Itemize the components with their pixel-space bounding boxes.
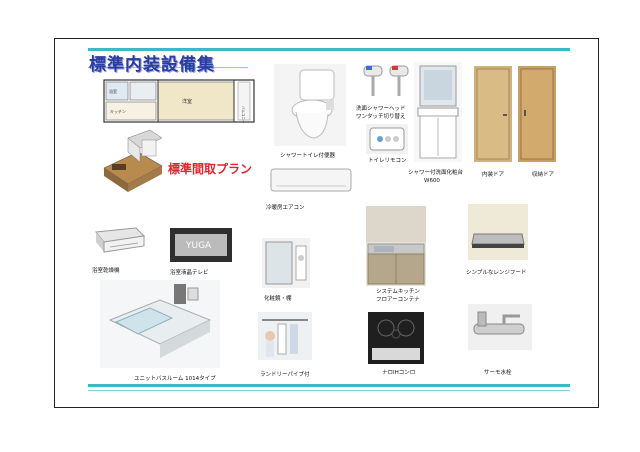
caption-bath-tv: 浴室液晶テレビ bbox=[170, 270, 209, 276]
shower-head-image bbox=[360, 62, 412, 104]
caption-ih-stove: ナロIHコンロ bbox=[382, 370, 416, 376]
toilet-remote-image bbox=[366, 124, 408, 154]
bottom-rule bbox=[88, 384, 570, 387]
caption-faucet: サーモ水栓 bbox=[484, 370, 512, 376]
caption-vanity-sub: W600 bbox=[424, 178, 440, 184]
floorplan-room-label: 洋室 bbox=[182, 98, 192, 105]
floorplan-kitchen-label: キッチン bbox=[110, 109, 126, 114]
floorplan-balcony-label: バルコニー bbox=[241, 106, 245, 124]
caption-interior-door: 内装ドア bbox=[482, 172, 505, 178]
caption-toilet: シャワートイレ付便器 bbox=[280, 153, 336, 159]
ih-stove-image bbox=[368, 312, 424, 364]
kitchen-image bbox=[366, 206, 426, 286]
top-rule-thin bbox=[88, 67, 248, 68]
laundry-pipe-image bbox=[258, 312, 312, 360]
caption-kitchen: システムキッチン bbox=[376, 289, 420, 295]
caption-range-hood: シンプルなレンジフード bbox=[466, 270, 527, 276]
caption-toilet-remote: トイレリモコン bbox=[368, 158, 407, 164]
range-hood-image bbox=[468, 204, 528, 260]
unit-bath-image bbox=[100, 280, 220, 368]
bottom-rule-thin bbox=[88, 390, 570, 391]
toilet-image bbox=[274, 64, 346, 146]
tv-brand: YUGA bbox=[185, 241, 212, 251]
closet-door-image bbox=[518, 66, 556, 162]
top-rule bbox=[88, 48, 570, 51]
bath-dryer-image bbox=[90, 222, 148, 258]
caption-shower-head: 洗面シャワーヘッド bbox=[356, 106, 406, 112]
caption-shower-head-sub: ワンタッチ切り替え bbox=[356, 114, 406, 120]
caption-bath-dryer: 浴室乾燥機 bbox=[92, 268, 120, 274]
floor-plan: 洋室 キッチン 浴室 バルコニー bbox=[96, 76, 266, 128]
floorplan-bath-label: 浴室 bbox=[109, 88, 117, 94]
caption-closet-door: 収納ドア bbox=[532, 172, 555, 178]
interior-door-image bbox=[474, 66, 512, 162]
mirror-image bbox=[262, 238, 310, 288]
faucet-image bbox=[468, 304, 532, 350]
isometric-plan bbox=[98, 128, 168, 200]
plan-label: 標準間取プラン bbox=[168, 162, 253, 176]
caption-mirror: 化粧鏡・棚 bbox=[264, 296, 292, 302]
caption-kitchen-sub: フロアーコンテナ bbox=[376, 297, 420, 303]
caption-laundry-pipe: ランドリーパイプ付 bbox=[260, 372, 310, 378]
caption-aircon: 冷暖房エアコン bbox=[266, 205, 305, 211]
page-title: 標準内装設備集 bbox=[89, 55, 215, 75]
vanity-image bbox=[414, 62, 462, 162]
bath-tv-image: YUGA bbox=[170, 228, 232, 262]
aircon-image bbox=[268, 166, 354, 196]
caption-vanity: シャワー付洗面化粧台 bbox=[408, 170, 464, 176]
caption-unit-bath: ユニットバスルーム 1014タイプ bbox=[134, 376, 216, 382]
